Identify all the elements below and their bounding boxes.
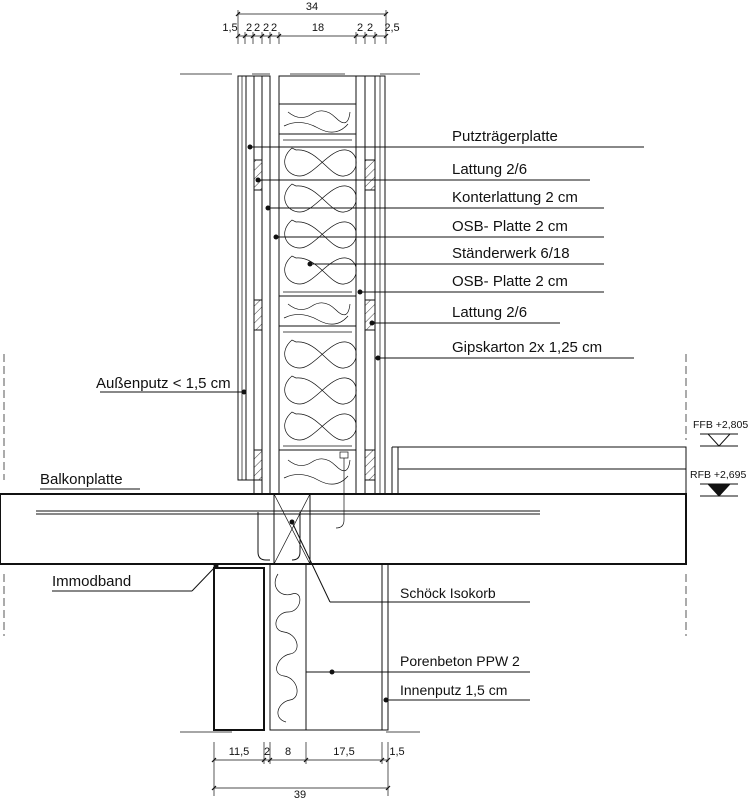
timber-blocking	[278, 103, 357, 135]
top-dim-seg: 2	[246, 22, 252, 34]
level-rfb-triangle-icon	[706, 483, 732, 497]
top-dim-seg: 2	[263, 22, 269, 34]
wall-assembly	[237, 75, 386, 529]
bottom-dimension-chain: 11,5 2 8 17,5 1,5 39	[211, 742, 405, 800]
level-rfb-label: RFB +2,695	[690, 469, 746, 481]
leader-dots	[213, 144, 389, 703]
level-ffb-label: FFB +2,805	[693, 419, 748, 431]
label-staenderwerk: Ständerwerk 6/18	[452, 245, 570, 262]
level-markers: FFB +2,805 RFB +2,695	[690, 419, 748, 497]
lattung-inner-layer	[364, 75, 376, 495]
label-porenbeton: Porenbeton PPW 2	[400, 653, 520, 669]
top-dim-total: 34	[306, 1, 318, 13]
floor-buildup	[391, 446, 687, 495]
top-dim-seg: 18	[312, 22, 324, 34]
top-dim-seg: 1,5	[222, 22, 237, 34]
porenbeton-block	[305, 563, 383, 731]
floor-screed	[397, 446, 687, 470]
bottom-dim-seg: 8	[285, 746, 291, 758]
timber-sill	[278, 449, 357, 495]
label-lattung-outer: Lattung 2/6	[452, 161, 527, 178]
innenputz-layer	[381, 563, 389, 731]
label-putztraegerplatte: Putzträgerplatte	[452, 128, 558, 145]
insulation-upper	[283, 139, 357, 293]
timber-blocking	[278, 295, 357, 327]
label-gipskarton: Gipskarton 2x 1,25 cm	[452, 339, 602, 356]
balkonplatte-slab	[0, 493, 687, 565]
top-dim-seg: 2,5	[384, 22, 399, 34]
label-lattung-inner: Lattung 2/6	[452, 304, 527, 321]
konterlattung-layer	[253, 75, 263, 495]
lattung-outer-layer	[245, 75, 255, 481]
top-dim-seg: 2	[254, 22, 260, 34]
label-osb-outer: OSB- Platte 2 cm	[452, 218, 568, 235]
break-lines-side	[3, 354, 687, 636]
label-konterlattung: Konterlattung 2 cm	[452, 189, 578, 206]
bottom-dim-seg: 17,5	[333, 746, 354, 758]
top-dim-seg: 2	[271, 22, 277, 34]
label-balkonplatte: Balkonplatte	[40, 471, 123, 488]
top-dim-seg: 2	[357, 22, 363, 34]
top-dimension-chain: 34 1,5 2 2 2 2 18 2 2 2,5	[222, 1, 400, 44]
lower-wall	[213, 563, 389, 731]
staenderwerk-zone	[278, 75, 357, 495]
leader-lines	[40, 146, 644, 701]
osb-inner-layer	[355, 75, 366, 495]
bottom-dim-total: 39	[294, 789, 306, 800]
concrete-slab	[0, 493, 687, 565]
level-ffb-triangle-icon	[706, 433, 732, 447]
label-schoeck-isokorb: Schöck Isokorb	[400, 585, 496, 601]
bottom-dim-seg: 2	[264, 746, 270, 758]
top-dim-seg: 2	[367, 22, 373, 34]
label-osb-inner: OSB- Platte 2 cm	[452, 273, 568, 290]
insulation-core	[269, 563, 307, 731]
brick-wall	[213, 567, 265, 731]
osb-outer-layer	[261, 75, 271, 495]
label-aussenputz: Außenputz < 1,5 cm	[96, 375, 231, 392]
bottom-dim-seg: 1,5	[389, 746, 404, 758]
bottom-dim-seg: 11,5	[229, 746, 250, 758]
floor-insulation	[397, 468, 687, 495]
labels: Putzträgerplatte Lattung 2/6 Konterlattu…	[40, 128, 602, 698]
insulation-lower	[283, 331, 357, 447]
label-immodband: Immodband	[52, 573, 131, 590]
label-innenputz: Innenputz 1,5 cm	[400, 682, 507, 698]
